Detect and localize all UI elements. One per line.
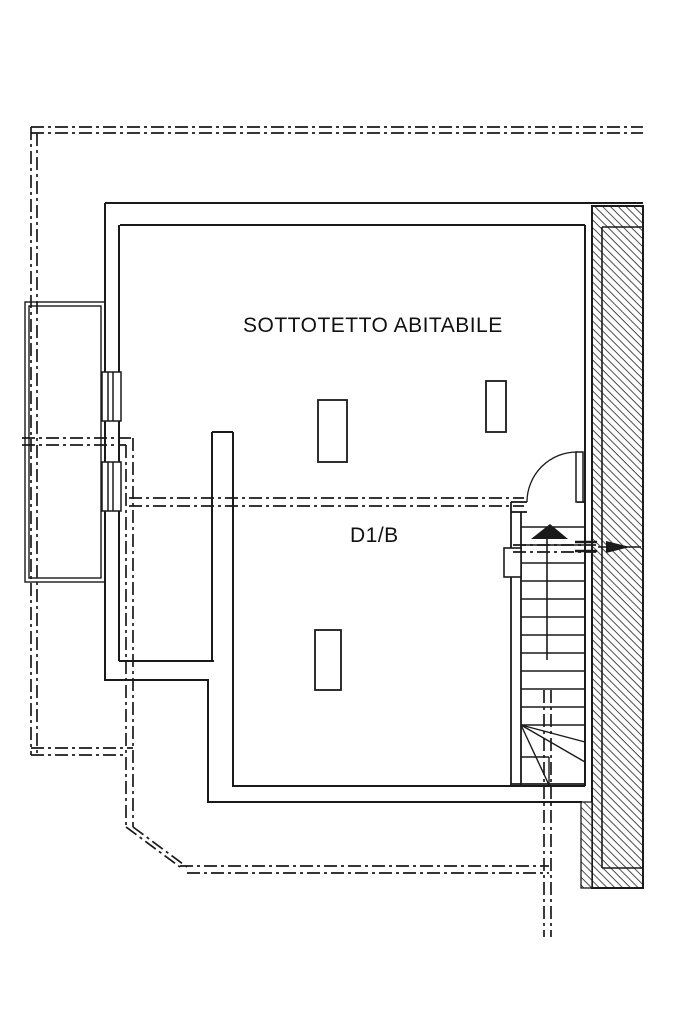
stairwell xyxy=(503,451,586,786)
boundary-dashdot-lines xyxy=(22,126,643,937)
unit-label: D1/B xyxy=(350,524,399,547)
walls xyxy=(104,202,643,803)
door-swing-arc xyxy=(526,451,578,503)
stair-treads xyxy=(521,526,585,726)
windows xyxy=(101,371,122,512)
chimney-bottom-center xyxy=(314,629,342,691)
room-label: SOTTOTETTO ABITABILE xyxy=(243,314,503,337)
stair-wall-pilaster xyxy=(503,547,522,578)
marker-arrow-icon xyxy=(606,541,630,553)
stairwell-door xyxy=(526,451,584,503)
stair-winders xyxy=(520,724,586,786)
window-1 xyxy=(101,371,122,422)
chimney-blocks xyxy=(314,380,507,691)
stairs-direction-arrow xyxy=(531,524,568,660)
door-leaf xyxy=(575,451,584,503)
chimney-top-right xyxy=(485,380,507,433)
section-marker xyxy=(575,540,641,553)
window-2 xyxy=(101,461,122,512)
chimney-top-center xyxy=(317,399,348,463)
